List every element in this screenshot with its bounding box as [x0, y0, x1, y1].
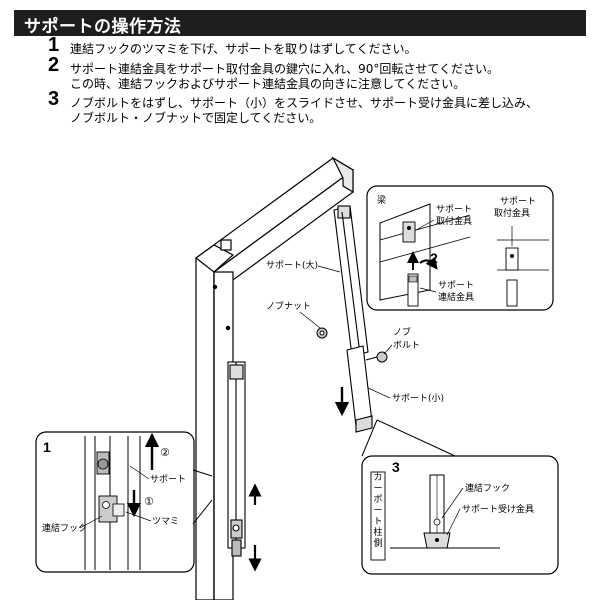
label-mount-1: サポート	[436, 204, 472, 215]
instruction-step-1: 1 連結フックのツマミを下げ、サポートを取りはずしてください。	[48, 35, 417, 57]
label-support-small: サポート(小)	[392, 393, 444, 404]
label-support-large: サポート(大)	[266, 259, 318, 271]
label-carport-side: カーポート柱側	[373, 472, 382, 549]
step-number: 2	[48, 54, 60, 76]
label-circle-1: ①	[144, 495, 154, 508]
step-number: 3	[48, 88, 60, 110]
label-knob-bolt-1: ノブ	[393, 326, 411, 338]
detail-box-3	[361, 419, 559, 575]
support-small	[346, 345, 373, 433]
label-joint-1: サポート	[438, 280, 474, 291]
title-bar: サポートの操作方法	[14, 10, 586, 37]
step-text: この時、連結フックおよびサポート連結金具の向きに注意してください。	[70, 77, 466, 91]
label-circle-2: ②	[160, 446, 170, 459]
label-support: サポート	[150, 474, 186, 485]
label-joint-2: 連結金具	[438, 291, 474, 303]
support-large	[333, 205, 369, 357]
detail-box-2	[366, 185, 554, 311]
step-text: ノブボルトをはずし、サポート（小）をスライドさせ、サポート受け金具に差し込み、	[70, 96, 539, 110]
label-hook: 連結フック	[42, 522, 87, 534]
page-title: サポートの操作方法	[24, 17, 182, 37]
step-text: ノブボルト・ノブナットで固定してください。	[70, 111, 322, 125]
step-number: 1	[48, 34, 60, 56]
detail-box-1	[35, 431, 213, 573]
carport-frame	[194, 156, 355, 600]
label-knob-nut: ノブナット	[266, 300, 311, 312]
label-knob: ツマミ	[152, 517, 179, 527]
step-text: 連結フックのツマミを下げ、サポートを取りはずしてください。	[70, 42, 417, 56]
detail-step-number: 2	[430, 250, 438, 266]
stored-support	[227, 361, 246, 557]
label-mount-b-1: サポート	[500, 196, 536, 207]
instruction-step-3: 3 ノブボルトをはずし、サポート（小）をスライドさせ、サポート受け金具に差し込み…	[48, 89, 539, 126]
label-hook-3: 連結フック	[465, 482, 510, 494]
knob-nut-icon	[316, 327, 328, 339]
step-text: サポート連結金具をサポート取付金具の鍵穴に入れ、90°回転させてください。	[70, 62, 500, 76]
label-receiver: サポート受け金具	[462, 503, 534, 515]
detail-step-number: 3	[392, 459, 400, 475]
instruction-step-2: 2 サポート連結金具をサポート取付金具の鍵穴に入れ、90°回転させてください。 …	[48, 55, 500, 92]
knob-bolt-icon	[365, 351, 388, 363]
label-mount-b-2: 取付金具	[494, 207, 530, 219]
label-mount-2: 取付金具	[436, 215, 472, 227]
label-knob-bolt-2: ボルト	[393, 340, 420, 351]
label-beam: 梁	[377, 194, 386, 206]
detail-step-number: 1	[43, 439, 51, 455]
